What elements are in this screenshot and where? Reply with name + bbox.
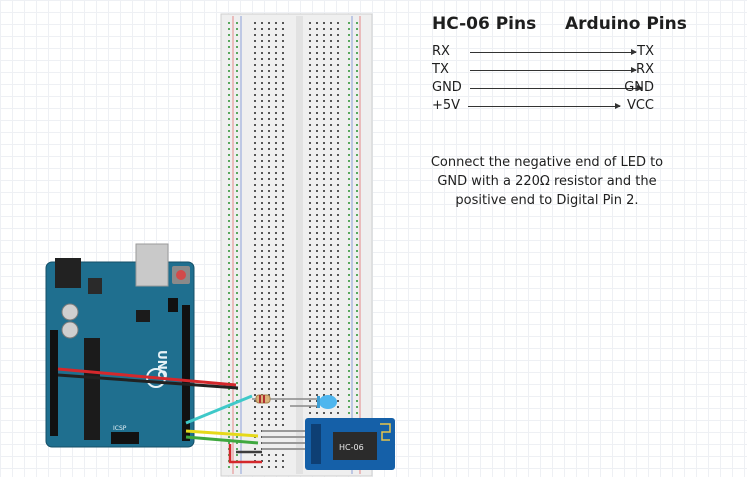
voltage-regulator [88, 278, 102, 294]
icsp-label: ICSP [113, 425, 127, 432]
hc06-pin: TX [432, 62, 449, 77]
hc06-pin: RX [432, 44, 450, 59]
antenna-icon [380, 423, 391, 441]
breadboard-holes [228, 22, 358, 468]
power-jack [55, 258, 81, 288]
icsp-header [111, 432, 139, 444]
arduino-pin: VCC [626, 98, 654, 113]
pin-mapping-row: GND GND [432, 80, 654, 96]
arduino-pcb [45, 261, 195, 448]
module-pins [262, 430, 306, 450]
led-body [319, 395, 337, 409]
wires [57, 367, 262, 464]
wire-cyan [185, 394, 253, 425]
hc06-pin: GND [432, 80, 462, 95]
arduino-pin: RX [636, 62, 654, 77]
arduino-pins-header: Arduino Pins [565, 14, 687, 34]
icsp-top-header [168, 298, 178, 312]
resistor [252, 394, 290, 404]
module-header [311, 424, 321, 464]
center-channel [296, 16, 303, 474]
wire-black [57, 373, 239, 390]
capacitor [61, 321, 79, 339]
arduino-pin: GND [624, 80, 654, 95]
led-instructions: Connect the negative end of LED to GND w… [430, 155, 664, 208]
pin-mapping-row: TX RX [432, 62, 654, 78]
arrow-icon [470, 49, 637, 55]
wire-green [185, 435, 259, 445]
arrow-icon [468, 103, 621, 109]
wire-red-short [228, 444, 262, 464]
arrow-icon [470, 67, 637, 73]
module-chip [333, 432, 377, 460]
pin-mapping-row: +5V VCC [432, 98, 654, 114]
led [290, 395, 337, 409]
hc06-bluetooth-module: HC-06 [262, 418, 395, 470]
wire-yellow [185, 429, 259, 438]
analog-header [50, 330, 58, 436]
digital-header [182, 305, 190, 441]
arduino-pin: TX [637, 44, 654, 59]
arduino-logo-text: UNO [155, 350, 169, 380]
usb-port [135, 243, 169, 287]
arduino-board: ICSP UNO [45, 243, 195, 448]
hc06-pin: +5V [432, 98, 461, 113]
capacitor [61, 303, 79, 321]
microcontroller-chip [84, 338, 100, 440]
hc06-pins-header: HC-06 Pins [432, 14, 537, 34]
pin-mapping-row: RX TX [432, 44, 654, 60]
module-chip-label: HC-06 [339, 443, 364, 452]
wire-red [57, 367, 237, 387]
small-chip [136, 310, 150, 322]
arrow-icon [470, 85, 643, 91]
reset-button-cap [176, 270, 186, 280]
